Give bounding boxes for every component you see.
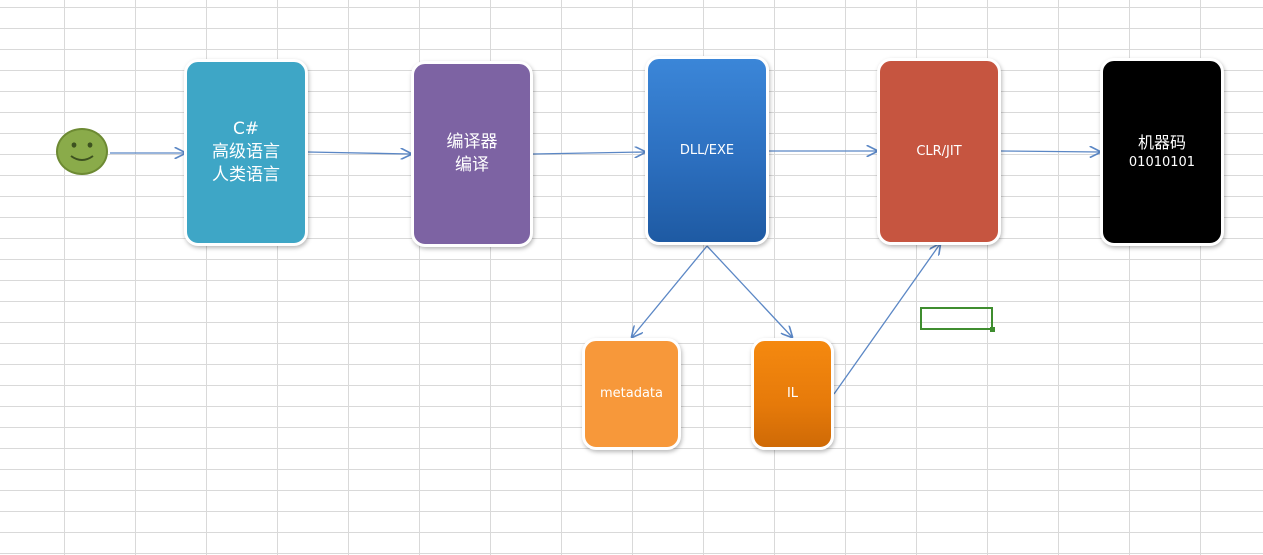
smiley-face-glyph — [70, 142, 94, 161]
arrow-il-to-clr[interactable] — [833, 244, 940, 395]
metadata-node[interactable]: metadata — [582, 338, 681, 450]
il-node-label: IL — [786, 386, 799, 402]
machine-code-node[interactable]: 机器码 01010101 — [1100, 58, 1224, 246]
compiler-node-label-2: 编译 — [455, 155, 489, 175]
arrow-clr-to-machine[interactable] — [1000, 151, 1100, 152]
selected-cell-cursor[interactable] — [920, 307, 995, 332]
dll-exe-node-label: DLL/EXE — [679, 142, 735, 158]
dll-exe-node[interactable]: DLL/EXE — [645, 56, 769, 245]
arrow-dll-to-il[interactable] — [706, 245, 792, 337]
machine-code-node-label-1: 机器码 — [1137, 133, 1186, 153]
machine-code-node-label-2: 01010101 — [1128, 155, 1196, 171]
smiley-face-icon[interactable] — [56, 128, 108, 175]
compiler-node[interactable]: 编译器 编译 — [411, 61, 533, 247]
csharp-node-label-2: 高级语言 — [212, 142, 280, 163]
arrow-dll-to-metadata[interactable] — [632, 245, 708, 337]
il-node[interactable]: IL — [751, 338, 834, 450]
arrow-compiler-to-dll[interactable] — [532, 152, 645, 154]
csharp-node[interactable]: C# 高级语言 人类语言 — [184, 59, 308, 246]
compiler-node-label-1: 编译器 — [446, 132, 498, 153]
csharp-node-label-3: 人类语言 — [212, 164, 280, 185]
arrow-csharp-to-compiler[interactable] — [307, 152, 411, 154]
clr-jit-node[interactable]: CLR/JIT — [877, 58, 1001, 245]
csharp-node-label-1: C# — [232, 119, 260, 140]
clr-jit-node-label: CLR/JIT — [916, 143, 962, 159]
metadata-node-label: metadata — [599, 386, 663, 402]
